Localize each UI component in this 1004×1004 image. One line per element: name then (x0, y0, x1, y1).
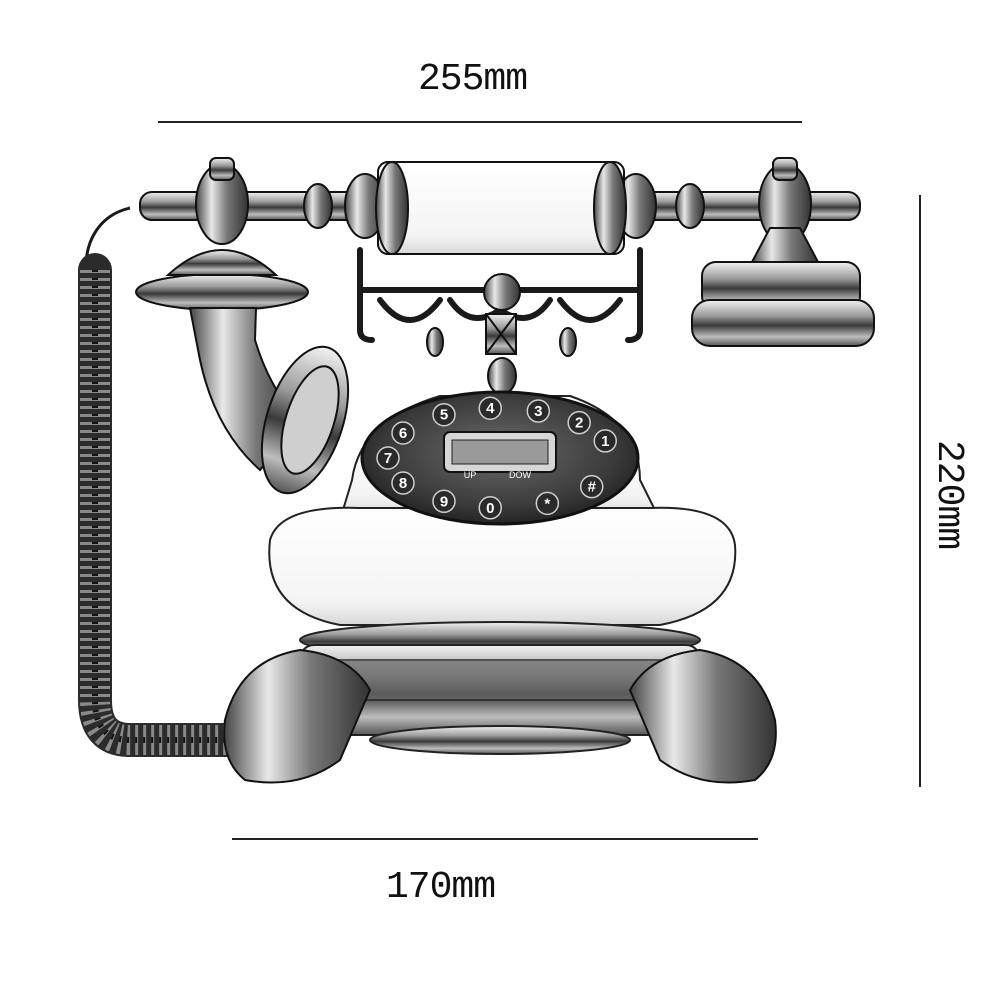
bottom-dimension-line (232, 838, 758, 840)
dial-key-9 (478, 496, 502, 520)
dial-key-5 (391, 421, 415, 445)
dial-key-label: 9 (440, 493, 448, 510)
dial-key-0 (593, 429, 617, 453)
handset-earcup (691, 227, 875, 347)
dial-key-label: # (588, 479, 597, 496)
dial-key-label: 2 (575, 415, 583, 432)
dial-key-label: 5 (440, 407, 448, 424)
dial-key-11 (579, 474, 604, 499)
dial-key-3 (478, 396, 502, 420)
dial-key-2 (526, 399, 551, 423)
top-dimension-line (158, 121, 802, 123)
right-dimension-line (919, 195, 921, 787)
top-width-label: 255mm (418, 58, 528, 101)
dial-key-4 (432, 402, 456, 427)
up-key-label: UP (464, 470, 477, 480)
elephant-feet (223, 648, 777, 784)
dial-key-label: 3 (534, 403, 542, 420)
down-key-label: DOW (509, 470, 532, 480)
dial-key-label: 8 (399, 475, 407, 492)
dial-key-label: 4 (486, 400, 495, 417)
coiled-cord (78, 206, 247, 757)
dial-key-6 (376, 446, 400, 470)
handset-grip (375, 161, 627, 255)
dial-key-label: 0 (486, 500, 494, 517)
dial-key-8 (432, 489, 456, 514)
dial-key-label: * (544, 495, 550, 512)
dial-key-1 (567, 410, 591, 435)
dial-key-label: 7 (384, 450, 392, 467)
bottom-width-label: 170mm (386, 866, 496, 909)
dial-keys: 1 2 3 4 5 678 9 0 * # (376, 396, 617, 520)
dial-key-label: 6 (399, 425, 407, 442)
handset-receiver (135, 249, 350, 495)
dial-key-label: 1 (601, 433, 609, 450)
dial-key-10 (535, 491, 560, 516)
dial-key-7 (391, 471, 415, 495)
